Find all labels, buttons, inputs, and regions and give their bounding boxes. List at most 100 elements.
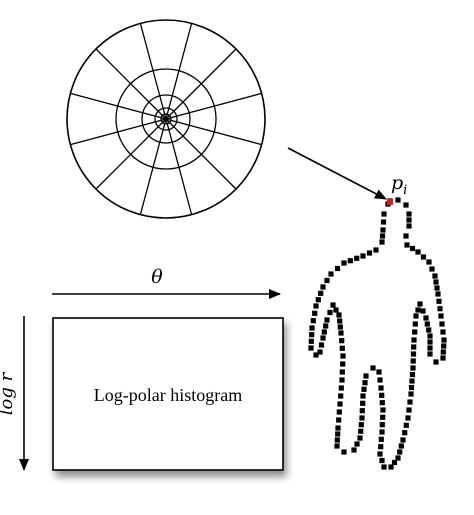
polar-sector-line [165,118,193,215]
edge-point [406,407,412,413]
edge-point [313,352,319,358]
edge-point [408,384,415,391]
edge-point [398,443,404,449]
edge-point [360,400,366,406]
edge-point [317,349,323,355]
edge-point [433,359,439,365]
edge-point [439,321,445,327]
edge-point [334,437,340,443]
edge-point [320,284,326,290]
polar-sector-line [70,118,167,146]
edge-point [436,298,442,304]
edge-point [312,310,318,316]
polar-sector-line [139,118,167,215]
edge-point [381,464,387,470]
edge-point [378,444,384,450]
edge-point [339,369,345,375]
polar-sector-line [70,92,167,120]
theta-label: θ [151,266,163,288]
polar-sector-line [165,23,193,120]
edge-point [420,254,427,260]
edge-point [420,308,426,314]
edge-point [336,409,342,415]
edge-point [433,279,439,285]
edge-point [379,422,385,428]
edge-point [370,365,376,371]
edge-point [427,351,433,357]
polar-ring [154,107,178,131]
edge-point [378,385,384,391]
edge-point [336,417,342,423]
edge-point [337,324,343,330]
polar-sector-line [165,118,262,146]
edge-point [440,349,446,355]
edge-point [380,219,387,225]
edge-point [406,223,412,229]
edge-point [411,337,417,343]
edge-point [310,318,316,324]
edge-point [361,386,367,392]
edge-point [415,307,421,313]
polar-sector-line [95,48,167,120]
edge-point [402,430,408,436]
histogram-box [52,317,284,471]
log-r-label: log r [0,371,17,415]
edge-point [362,380,368,386]
edge-point [434,285,440,291]
edge-point [437,306,443,312]
edge-point [338,330,344,336]
edge-point [380,414,386,420]
edge-point [411,344,417,350]
edge-point [327,309,333,316]
edge-point [409,245,416,252]
polar-ring [160,113,172,125]
edge-point [403,422,409,428]
edge-point [308,345,314,351]
edge-point [381,211,387,217]
edge-point [366,250,373,256]
edge-point [379,400,385,406]
edge-point [440,329,446,335]
edge-point [391,459,398,466]
point-label: pi [391,172,407,198]
edge-point [360,393,366,399]
edge-point [410,365,416,371]
edge-point [408,391,414,397]
edge-point [334,443,340,449]
polar-sector-line [95,118,167,190]
edge-point [354,255,360,261]
edge-point [373,247,379,253]
edge-point [358,428,364,434]
edge-point [403,233,409,239]
edge-point [321,329,327,335]
edge-point [395,197,401,203]
point-label-base: p [391,172,403,194]
edge-point [363,373,369,379]
edge-point [318,342,325,348]
edge-point [377,451,383,457]
edge-point [404,242,410,248]
edge-point [333,307,339,313]
edge-point [359,415,365,421]
edge-point [409,371,416,378]
edge-point [338,385,344,391]
edge-point [315,297,321,303]
pointer-arrow [287,147,387,200]
edge-point [335,425,341,431]
edge-point [377,377,383,383]
edge-point [379,392,385,398]
polar-sector-line [139,23,167,120]
edge-point [441,337,447,343]
edge-point [412,321,418,327]
polar-ring [66,19,266,219]
edge-point [379,457,385,464]
edge-point [424,321,430,327]
edge-point [338,393,344,399]
edge-point [412,329,418,335]
edge-point [354,441,360,447]
edge-point [406,211,412,217]
edge-point [339,345,345,351]
edge-point [400,437,406,443]
edge-point [328,271,334,277]
